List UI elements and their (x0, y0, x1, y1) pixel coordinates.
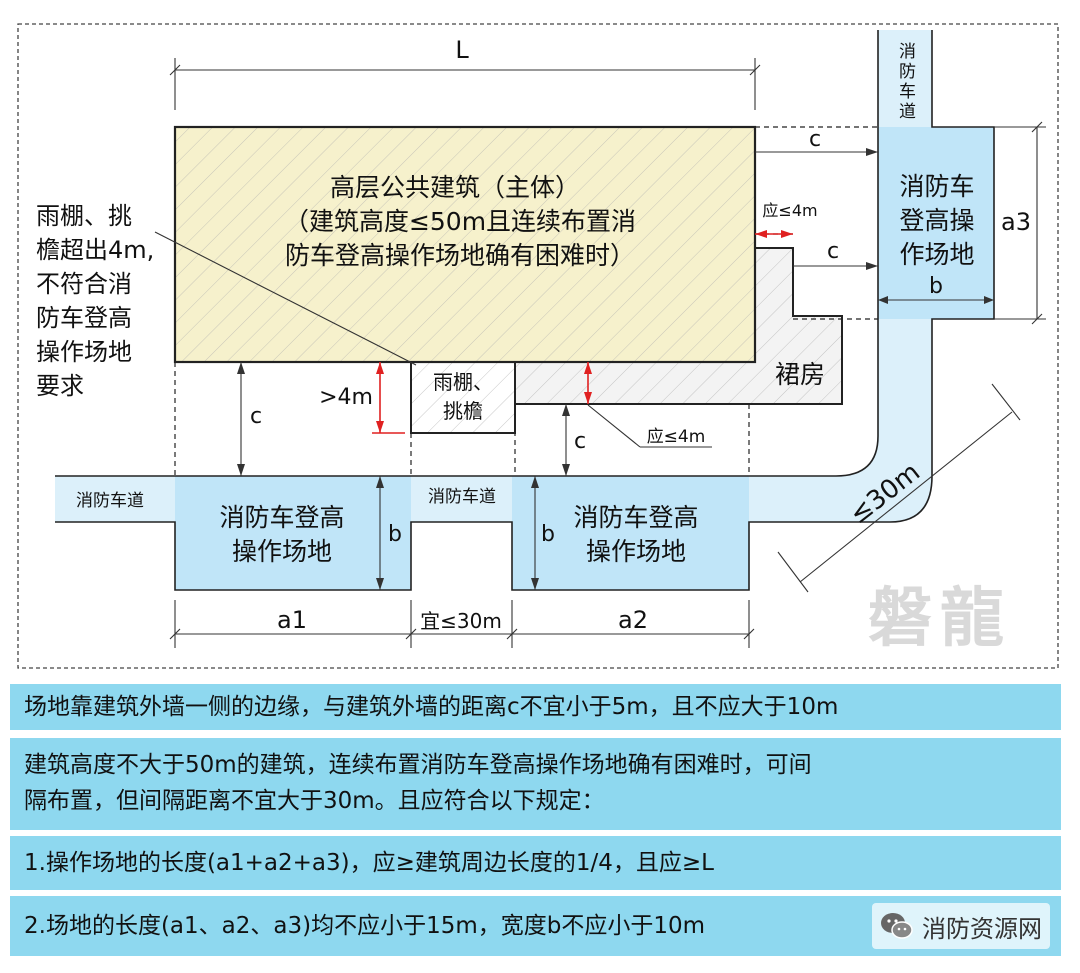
platform-a1-line-2: 操作场地 (232, 537, 332, 566)
source-watermark-text: 消防资源网 (922, 914, 1042, 943)
fire-road-vertical-label: 消防车道 (895, 42, 916, 122)
road-edges (55, 30, 995, 591)
platform-a1-line-1: 消防车登高 (219, 503, 344, 532)
dim-b-left: b (388, 522, 402, 547)
dim-le4-bottom-label: 应≤4m (647, 427, 706, 447)
note-rule-2-text: 2.场地的长度(a1、a2、a3)均不应小于15m，宽度b不应小于10m (24, 913, 706, 939)
left-note-line-6: 要求 (36, 372, 84, 400)
main-building-title: 高层公共建筑（主体） (330, 173, 580, 202)
platform-right-line-3: 作场地 (899, 240, 974, 269)
watermark-logo: 磐龍 (868, 582, 1012, 656)
platform-right-line-1: 消防车 (899, 172, 974, 201)
dim-b-right: b (929, 274, 943, 299)
note-interval-line-2: 隔布置，但间隔距离不宜大于30m。且应符合以下规定： (24, 788, 605, 814)
fire-road-left-label: 消防车道 (76, 491, 144, 511)
note-interval-layout: 建筑高度不大于50m的建筑，连续布置消防车登高操作场地确有困难时，可间 隔布置，… (10, 738, 1061, 830)
dim-a3-label: a3 (1001, 208, 1031, 236)
dim-L-label: L (455, 36, 469, 64)
dim-c-top: c (809, 127, 821, 152)
arrowheads (237, 148, 994, 590)
wechat-icon (881, 913, 913, 939)
dim-a1-label: a1 (277, 606, 307, 634)
note-distance-c: 场地靠建筑外墙一侧的边缘，与建筑外墙的距离c不宜小于5m，且不应大于10m (10, 684, 1061, 730)
note-rule-1-text: 1.操作场地的长度(a1+a2+a3)，应≥建筑周边长度的1/4，且应≥L (24, 850, 714, 876)
platform-a2-line-2: 操作场地 (586, 537, 686, 566)
podium-label: 裙房 (775, 360, 825, 389)
platforms (175, 127, 994, 590)
dim-a2-label: a2 (618, 606, 648, 634)
dim-c-left: c (250, 404, 262, 429)
canopy-label-1: 雨棚、 (433, 370, 493, 394)
left-note-line-2: 檐超出4m, (36, 236, 154, 264)
note-distance-c-text: 场地靠建筑外墙一侧的边缘，与建筑外墙的距离c不宜小于5m，且不应大于10m (24, 694, 839, 720)
dim-gap-label: 宜≤30m (420, 609, 502, 633)
left-note-line-3: 不符合消 (36, 270, 132, 298)
dim-c-mid: c (574, 429, 586, 454)
main-building-condition-2: 防车登高操作场地确有困难时） (285, 241, 635, 270)
dim-le4-top-label: 应≤4m (762, 201, 817, 220)
left-note-line-4: 防车登高 (36, 304, 132, 332)
platform-a2-line-1: 消防车登高 (573, 503, 698, 532)
dim-c-right: c (827, 239, 839, 264)
dim-b-mid: b (541, 522, 555, 547)
source-watermark: 消防资源网 (872, 903, 1050, 949)
diagram-frame (17, 23, 1059, 669)
main-building (173, 125, 757, 364)
canopy-label-2: 挑檐 (443, 399, 483, 423)
fire-access-diagram: L 高层公共建筑（主体） （建筑高度≤50m且连续布置消 防车登高操作场地确有困… (17, 23, 1059, 669)
dim-gt4-label: >4m (319, 385, 373, 410)
fire-road-mid-label: 消防车道 (428, 487, 496, 507)
note-interval-line-1: 建筑高度不大于50m的建筑，连续布置消防车登高操作场地确有困难时，可间 (24, 752, 812, 778)
note-rule-1: 1.操作场地的长度(a1+a2+a3)，应≥建筑周边长度的1/4，且应≥L (10, 836, 1061, 890)
left-note-line-1: 雨棚、挑 (36, 202, 132, 230)
main-building-condition-1: （建筑高度≤50m且连续布置消 (284, 207, 636, 236)
platform-right-line-2: 登高操 (899, 206, 974, 235)
left-note-line-5: 操作场地 (36, 338, 132, 366)
